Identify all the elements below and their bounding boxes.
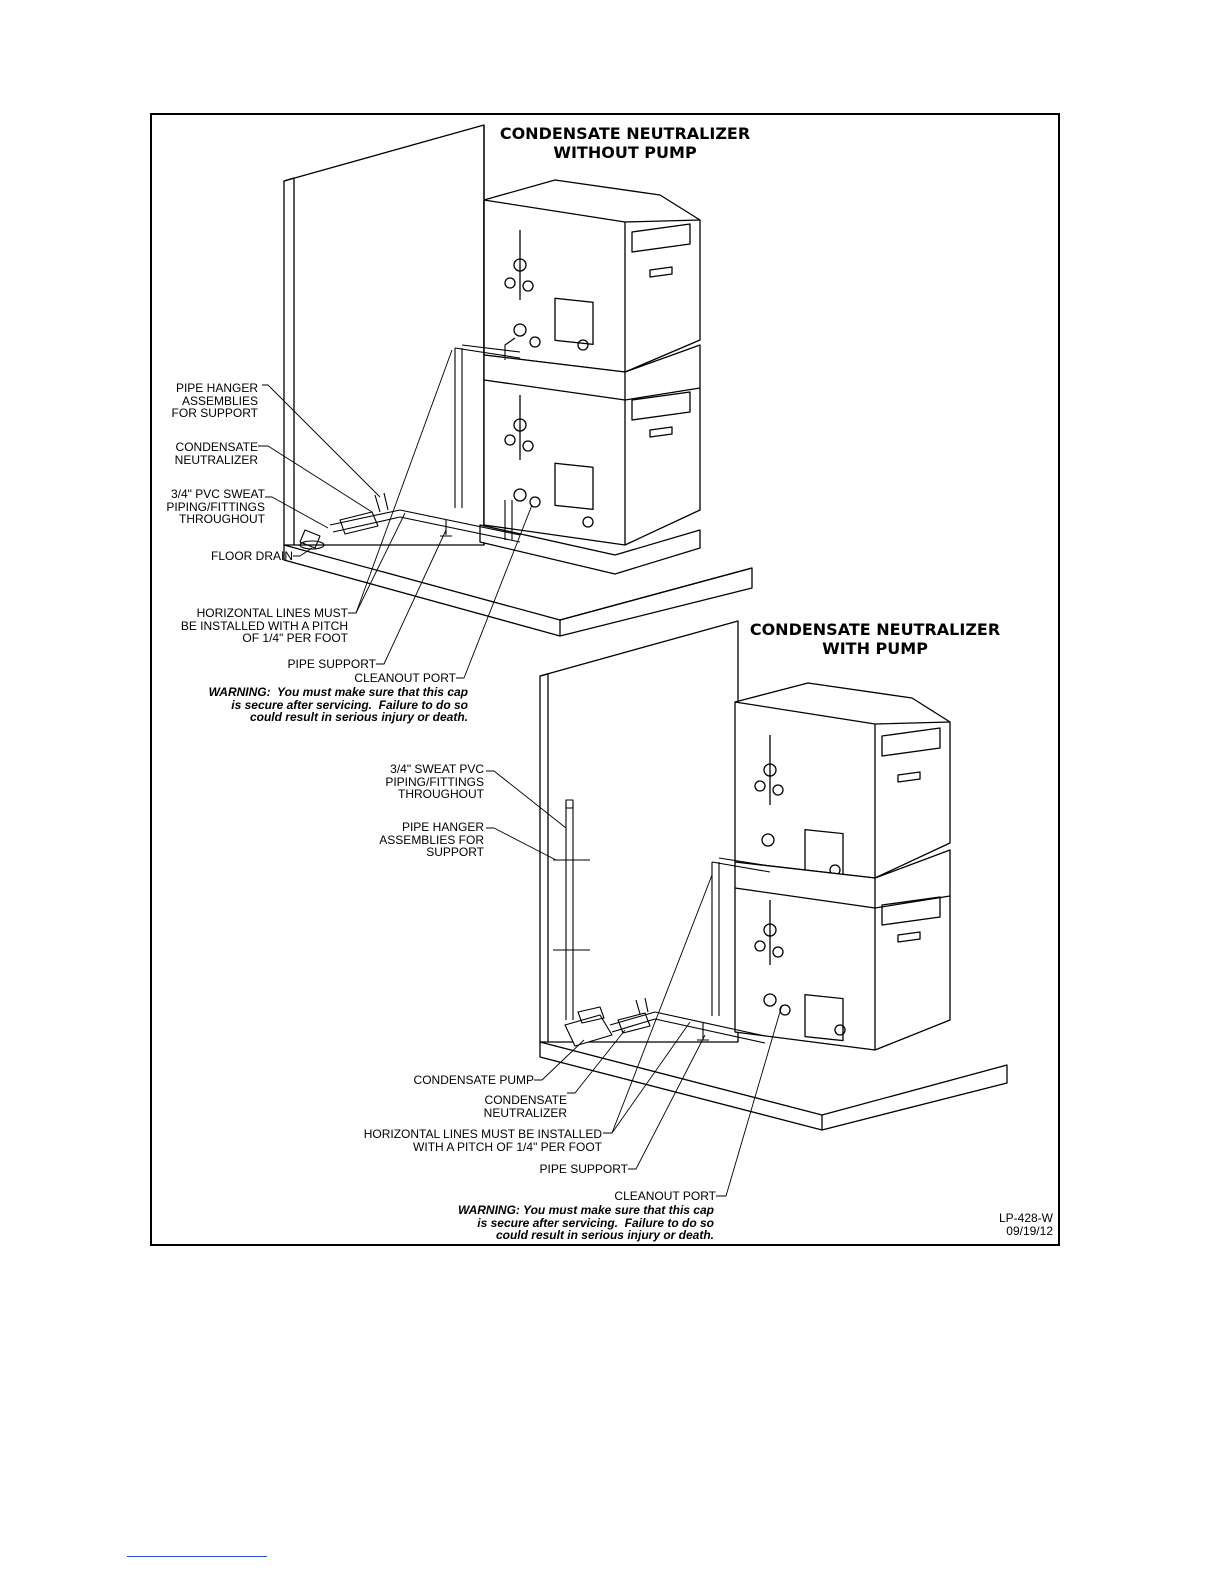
bottom-floor <box>539 1041 1008 1131</box>
bottom-piping <box>553 799 771 1047</box>
bottom-label-pvc: 3/4" SWEAT PVC PIPING/FITTINGS THROUGHOU… <box>385 762 484 801</box>
bottom-boiler-upper <box>734 682 951 879</box>
bottom-boiler-lower <box>734 849 951 1051</box>
bottom-title: CONDENSATE NEUTRALIZER WITH PUMP <box>720 620 1030 658</box>
top-boiler-upper <box>483 179 701 373</box>
bottom-label-pipe-support: PIPE SUPPORT <box>539 1162 628 1176</box>
bottom-warning: WARNING: You must make sure that this ca… <box>457 1203 714 1242</box>
top-label-pipe-support: PIPE SUPPORT <box>287 657 376 671</box>
bottom-label-cleanout: CLEANOUT PORT <box>614 1189 716 1203</box>
top-title-line1: CONDENSATE NEUTRALIZER <box>499 124 751 143</box>
bottom-label-neutralizer: CONDENSATE NEUTRALIZER <box>483 1093 567 1120</box>
top-wall <box>283 124 485 546</box>
bottom-label-pump: CONDENSATE PUMP <box>413 1073 534 1087</box>
top-label-horizontal: HORIZONTAL LINES MUST BE INSTALLED WITH … <box>180 606 348 645</box>
bottom-title-line2: WITH PUMP <box>822 639 928 658</box>
bottom-wall <box>539 620 739 1043</box>
bottom-label-horizontal: HORIZONTAL LINES MUST BE INSTALLED WITH … <box>363 1127 602 1154</box>
top-piping <box>299 337 521 550</box>
top-label-neutralizer: CONDENSATE NEUTRALIZER <box>174 440 258 467</box>
footer-rule <box>127 1556 267 1557</box>
top-leaders <box>258 349 533 679</box>
top-label-pvc: 3/4" PVC SWEAT PIPING/FITTINGS THROUGHOU… <box>166 487 265 526</box>
drawing-frame <box>150 113 1060 1246</box>
bottom-label-pipe-hanger: PIPE HANGER ASSEMBLIES FOR SUPPORT <box>379 820 484 859</box>
top-label-floor-drain: FLOOR DRAIN <box>210 549 293 563</box>
bottom-leaders <box>486 770 783 1197</box>
top-warning: WARNING: You must make sure that this ca… <box>208 685 468 724</box>
top-boiler-lower <box>483 344 701 546</box>
top-label-cleanout: CLEANOUT PORT <box>354 671 456 685</box>
top-base-pad <box>479 524 701 575</box>
top-title: CONDENSATE NEUTRALIZER WITHOUT PUMP <box>470 124 780 162</box>
top-label-pipe-hanger: PIPE HANGER ASSEMBLIES FOR SUPPORT <box>171 381 258 420</box>
top-title-line2: WITHOUT PUMP <box>553 143 697 162</box>
drawing-code: LP-428-W 09/19/12 <box>998 1211 1053 1238</box>
top-floor <box>283 544 753 637</box>
bottom-title-line1: CONDENSATE NEUTRALIZER <box>749 620 1001 639</box>
